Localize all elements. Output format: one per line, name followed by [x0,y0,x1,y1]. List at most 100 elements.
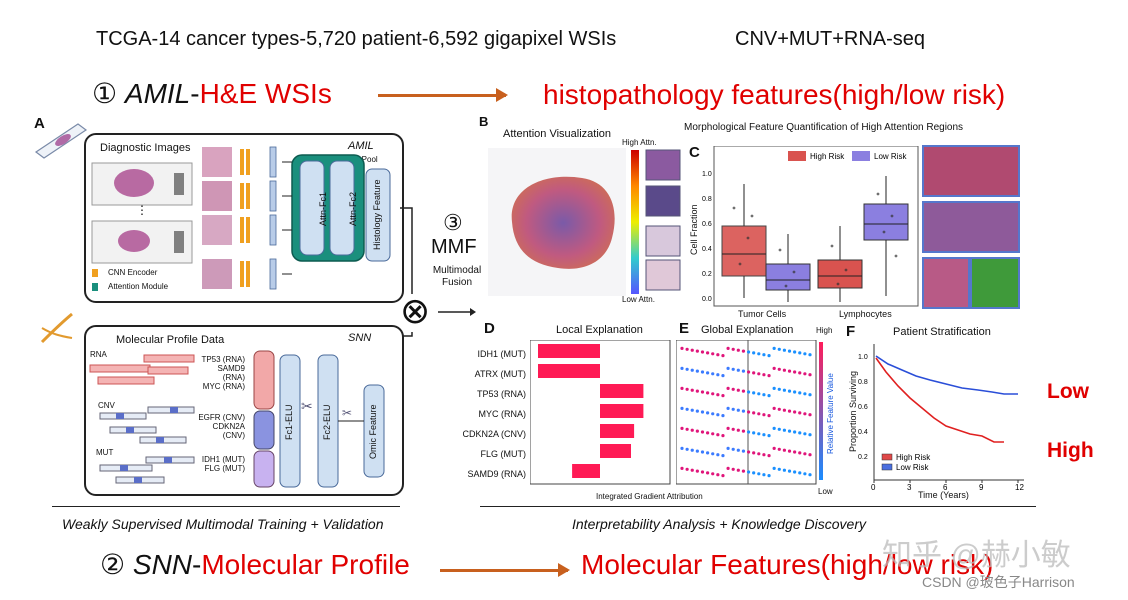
row1-name: AMIL [124,78,191,109]
panel-f-title: Patient Stratification [893,326,991,338]
legend-low-label: Low Risk [874,152,907,161]
swarm-point [690,408,694,412]
swarm-point [726,466,730,470]
swarm-point [787,409,792,413]
swarm-point [716,353,720,357]
f-legend-low-swatch [881,463,893,471]
swarm-point [808,373,812,377]
swarm-point [803,472,807,476]
swarm-point [680,426,684,430]
feature-label: SAMD9 (RNA) [467,469,526,479]
snn-title: SNN [348,332,372,344]
row2-sep: - [192,549,202,580]
swarm-point [787,429,792,433]
swarm-point [787,369,792,373]
feature-label: TP53 (RNA) [476,389,526,399]
category-lymphocytes: Lymphocytes [839,309,892,319]
swarm-point [782,428,786,432]
swarm-point [736,368,740,372]
feature-label: FLG (MUT) [480,449,527,459]
swarm-point [767,354,771,358]
bars [538,344,644,478]
swarm-point [746,470,751,474]
swarm-point [752,351,756,355]
swarm-point [803,352,807,356]
swarm-point [711,392,715,396]
swarm-point [741,369,746,373]
swarm-point [731,347,735,351]
swarm-point [808,413,812,417]
fusion-connectors [400,207,476,337]
swarm-point [798,471,802,475]
swarm-point [793,350,797,354]
mmf-number: ③ [443,210,463,235]
f-legend-high-swatch [881,453,893,461]
swarm-point [690,468,694,472]
swarm-point [746,370,751,374]
right-caption: Interpretability Analysis + Knowledge Di… [572,516,867,532]
swarm-point [716,373,720,377]
y-tick-label: 0.8 [702,196,712,203]
swarm-point [721,414,725,418]
swarm-point [762,473,766,477]
local-explanation-chart [530,340,671,485]
y-tick-label: 0.8 [858,379,868,386]
swarm-point [772,426,776,430]
swarm-point [782,448,786,452]
panel-d-title: Local Explanation [556,324,643,336]
swarm-point [700,370,705,374]
mut-label: MUT [96,448,114,457]
beeswarm-points [680,346,812,478]
cnv-gene: EGFR (CNV) [198,413,245,422]
swarm-point [803,372,807,376]
swarm-point [741,409,746,413]
swarm-point [757,372,761,376]
swarm-point [721,374,725,378]
swarm-point [736,348,740,352]
row2-label: ② SNN-Molecular Profile [100,548,410,581]
y-tick-label: 0.2 [702,271,712,278]
swarm-point [767,414,771,418]
row1-sep: - [190,78,200,109]
swarm-point [706,471,710,475]
swarm-point [706,351,710,355]
swarm-point [700,470,705,474]
swarm-point [695,449,699,453]
swarm-point [762,413,766,417]
swarm-point [711,352,715,356]
swarm-point [777,447,781,451]
swarm-point [721,394,725,398]
swarm-point [706,451,710,455]
swarm-point [777,347,781,351]
x-tick-label: 0 [871,483,876,492]
feature-label: IDH1 (MUT) [477,349,527,359]
swarm-point [726,346,730,350]
panel-d-xlabel: Integrated Gradient Attribution [596,492,703,501]
omic-feature-label: Omic Feature [368,404,378,460]
row1-num: ① [92,78,118,109]
row2-target: Molecular Features(high/low risk) [581,549,994,580]
swarm-point [793,410,797,414]
tissue-patches [922,145,1020,309]
swarm-point [787,389,792,393]
legend-attention-module: Attention Module [108,282,169,291]
swarm-point [695,349,699,353]
swarm-point [752,471,756,475]
swarm-point [711,372,715,376]
attn-fc2-label: Attn-Fc2 [348,192,358,227]
y-tick-label: 0.6 [702,221,712,228]
swarm-point [757,392,761,396]
panel-b-letter: B [479,114,489,129]
modality-summary: CNV+MUT+RNA-seq [735,28,926,50]
legend-high-label: High Risk [810,152,845,161]
attribution-bar [600,384,644,398]
swarm-point [695,369,699,373]
swarm-point [793,390,797,394]
swarm-point [772,366,776,370]
swarm-point [711,472,715,476]
swarm-point [695,429,699,433]
swarm-point [726,446,730,450]
swarm-point [726,406,730,410]
cnv-genes: EGFR (CNV) CDKN2A (CNV) [195,413,245,440]
mmf-sub1: Multimodal [432,265,482,276]
